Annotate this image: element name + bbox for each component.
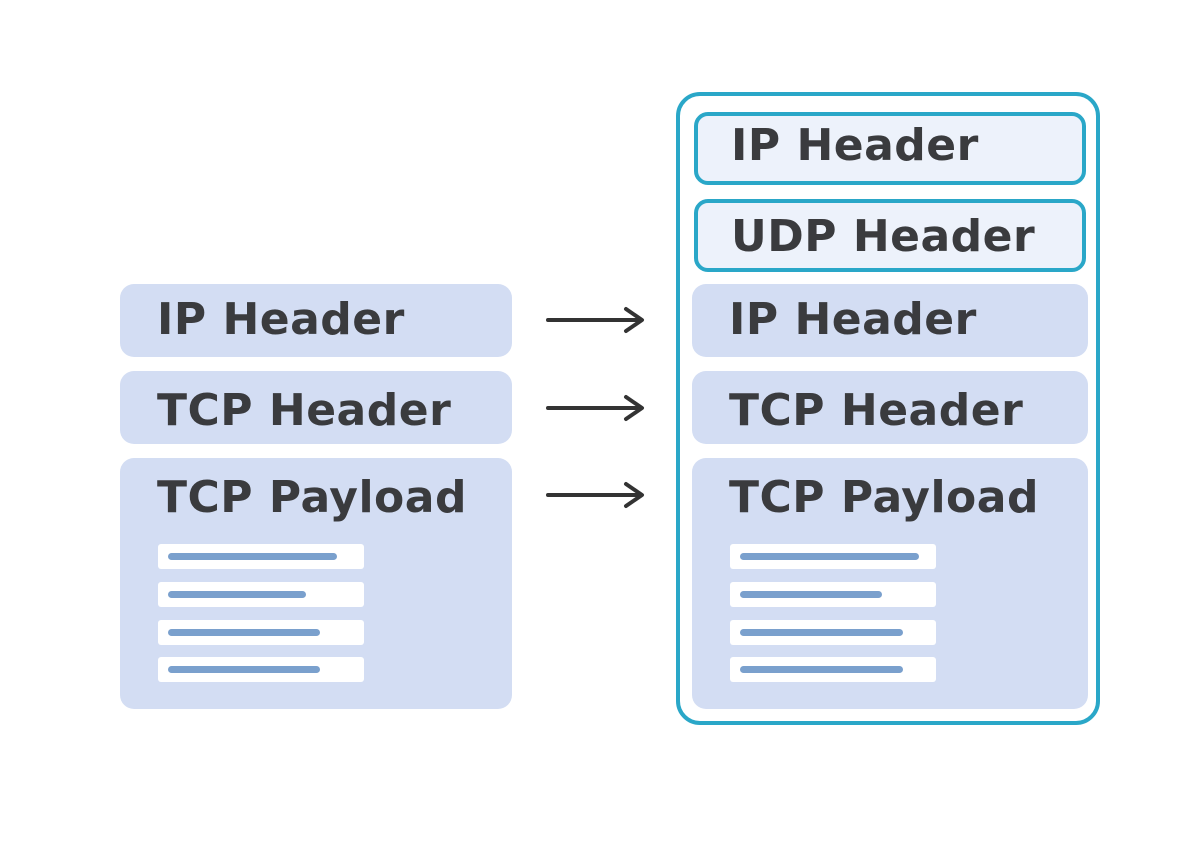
udp-header-label: UDP Header [731,211,1036,262]
inner-ip-header-label: IP Header [729,294,977,345]
right-tcp-header-label: TCP Header [729,385,1024,436]
right-tcp-header-block: TCP Header [692,371,1088,444]
payload-line [158,657,364,682]
right-arrow-icon [546,482,644,508]
payload-line [158,620,364,645]
payload-line [730,582,936,607]
left-ip-header-label: IP Header [157,294,405,345]
right-arrow-icon [546,395,644,421]
payload-line [158,544,364,569]
left-tcp-payload-block: TCP Payload [120,458,512,709]
outer-ip-header-block: IP Header [694,112,1086,185]
left-tcp-header-label: TCP Header [157,385,452,436]
outer-ip-header-label: IP Header [731,120,979,171]
payload-line-bar [740,591,882,598]
left-ip-header-block: IP Header [120,284,512,357]
left-tcp-payload-label: TCP Payload [157,472,467,523]
payload-line-bar [168,629,320,636]
inner-ip-header-block: IP Header [692,284,1088,357]
encapsulated-packet-frame: IP Header UDP Header IP Header TCP Heade… [676,92,1100,725]
payload-line-bar [168,553,337,560]
payload-line-bar [168,591,306,598]
payload-line [158,582,364,607]
payload-line-bar [740,629,903,636]
payload-line-bar [740,666,903,673]
udp-header-block: UDP Header [694,199,1086,272]
left-tcp-header-block: TCP Header [120,371,512,444]
payload-line-bar [740,553,919,560]
right-tcp-payload-block: TCP Payload [692,458,1088,709]
payload-line [730,657,936,682]
payload-line [730,620,936,645]
right-tcp-payload-label: TCP Payload [729,472,1039,523]
payload-line [730,544,936,569]
payload-line-bar [168,666,320,673]
right-arrow-icon [546,307,644,333]
